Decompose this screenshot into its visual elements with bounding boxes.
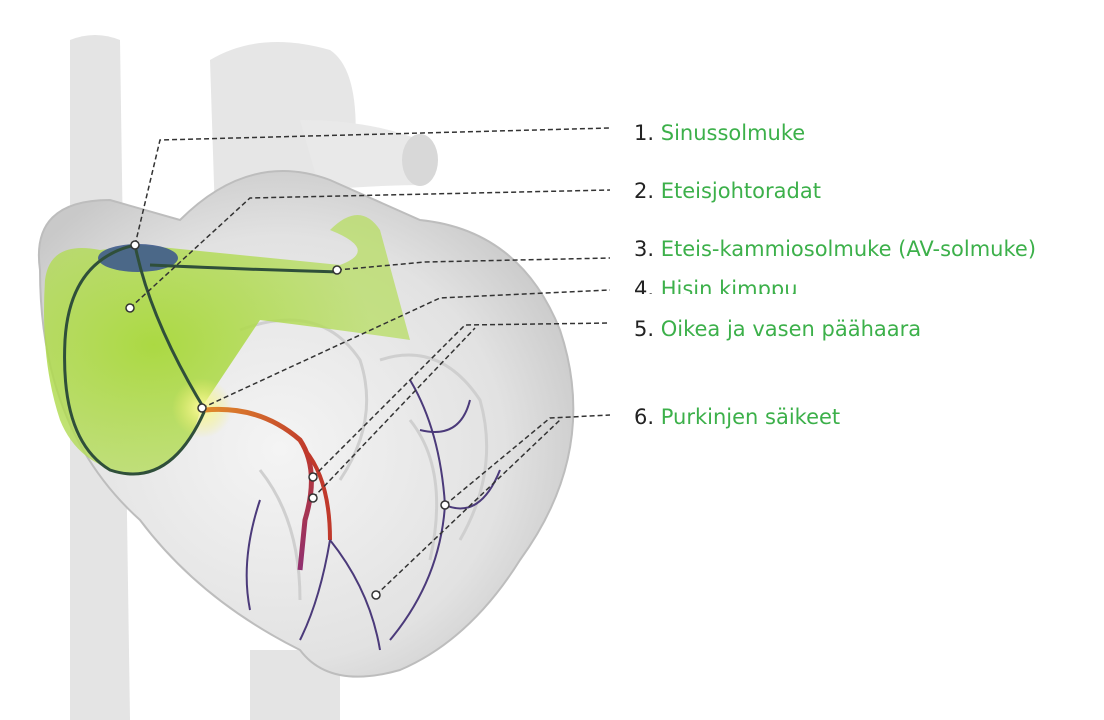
label-internodal-pathways: 2. Eteisjohtoradat bbox=[634, 178, 821, 204]
label-text: Hisin kimppu bbox=[661, 277, 798, 294]
label-bundle-branches: 5. Oikea ja vasen päähaara bbox=[634, 316, 921, 342]
label-number: 2. bbox=[634, 179, 654, 203]
label-sinoatrial-node: 1. Sinussolmuke bbox=[634, 120, 805, 146]
label-number: 4. bbox=[634, 277, 654, 294]
label-text: Eteisjohtoradat bbox=[661, 179, 821, 203]
label-number: 3. bbox=[634, 237, 654, 261]
label-purkinje-fibers: 6. Purkinjen säikeet bbox=[634, 404, 840, 430]
label-number: 1. bbox=[634, 121, 654, 145]
label-number: 5. bbox=[634, 317, 654, 341]
label-bundle-of-his: 4. Hisin kimppu bbox=[634, 276, 798, 294]
label-text: Sinussolmuke bbox=[661, 121, 805, 145]
label-text: Purkinjen säikeet bbox=[661, 405, 840, 429]
label-text: Eteis-kammiosolmuke (AV-solmuke) bbox=[661, 237, 1036, 261]
label-number: 6. bbox=[634, 405, 654, 429]
label-text: Oikea ja vasen päähaara bbox=[661, 317, 921, 341]
label-av-node: 3. Eteis-kammiosolmuke (AV-solmuke) bbox=[634, 236, 1036, 262]
